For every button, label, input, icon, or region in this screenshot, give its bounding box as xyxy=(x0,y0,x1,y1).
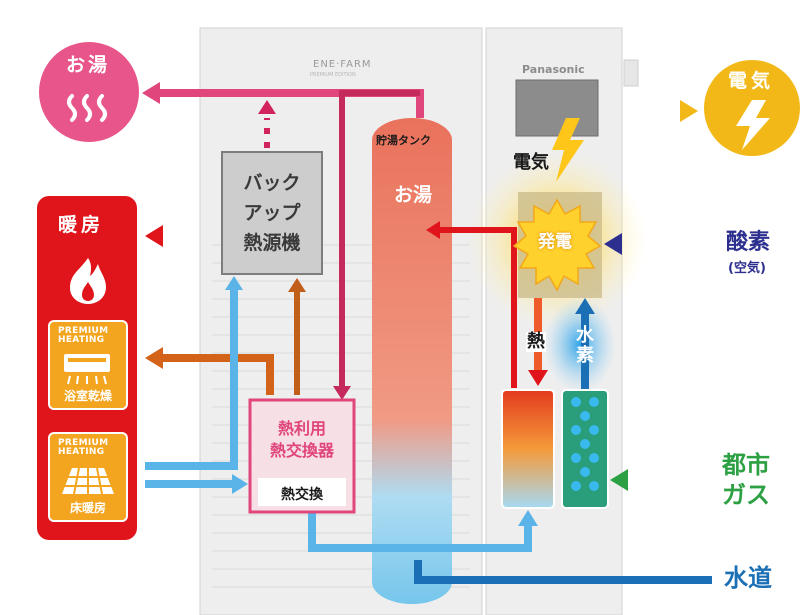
hydrogen-label: 水 素 xyxy=(572,326,598,366)
ene-farm-logo-sub: PREMIUM EDITION xyxy=(310,72,356,78)
tank-label: 貯湯タンク xyxy=(376,134,431,147)
oxygen-sub-label: (空気) xyxy=(728,261,766,276)
orange-heat-flows xyxy=(145,278,306,395)
bathroom-dryer-icon xyxy=(64,354,110,385)
heat-exchanger-line1: 熱利用 xyxy=(277,419,326,438)
backup-line2: アップ xyxy=(243,202,301,224)
light-blue-flows xyxy=(145,276,538,552)
floor-heating-icon xyxy=(62,467,114,495)
tank-hot-water-label: お湯 xyxy=(394,184,433,206)
hydrogen-line1: 水 xyxy=(576,325,594,346)
water-supply-flow xyxy=(414,560,712,584)
floor-badge-line1: PREMIUM xyxy=(58,438,109,448)
floor-heating-card: PREMIUM HEATING 床暖房 xyxy=(48,432,128,522)
steam-icon xyxy=(67,94,107,122)
bathroom-dryer-card: PREMIUM HEATING 浴室乾燥 xyxy=(48,320,128,410)
lightning-icon xyxy=(736,100,770,150)
hydrogen-flow xyxy=(575,298,595,395)
heat-recovery-cell xyxy=(501,389,555,509)
hot-water-circle xyxy=(39,42,139,142)
electricity-output-label: 電気 xyxy=(728,70,775,92)
heating-flow xyxy=(145,225,222,247)
oxygen-label: 酸素 xyxy=(726,230,771,255)
oxygen-flow xyxy=(604,233,716,255)
city-gas-line2: ガス xyxy=(722,481,770,509)
backup-heat-source-label: バック アップ 熱源機 xyxy=(222,168,322,258)
city-gas-line1: 都市 xyxy=(722,451,770,479)
fuel-reformer xyxy=(561,389,609,509)
hot-water-output-label: お湯 xyxy=(66,54,111,76)
floor-heating-caption: 床暖房 xyxy=(69,501,106,515)
hydrogen-line2: 素 xyxy=(576,345,594,366)
generation-burst xyxy=(512,198,602,292)
heat-exchanger-title: 熱利用 熱交換器 xyxy=(250,418,354,462)
electricity-bolt xyxy=(552,118,584,182)
generation-label: 発電 xyxy=(538,232,572,252)
heat-exchange-label: 熱交換 xyxy=(281,487,323,503)
heat-exchanger-line2: 熱交換器 xyxy=(269,441,334,460)
heating-title: 暖房 xyxy=(58,214,105,236)
city-gas-flow xyxy=(610,469,716,491)
brand-logo: Panasonic xyxy=(522,63,585,76)
backup-line3: 熱源機 xyxy=(243,232,301,254)
pink-supply-line xyxy=(333,90,420,400)
heat-label: 熱 xyxy=(526,331,546,352)
tank-hot-water-flow xyxy=(426,221,517,388)
ene-farm-logo: ENE·FARM xyxy=(313,59,372,70)
water-supply-label: 水道 xyxy=(724,564,772,592)
electricity-unit-label: 電気 xyxy=(513,152,549,173)
backup-line1: バック xyxy=(243,172,301,194)
floor-badge-line2: HEATING xyxy=(58,447,105,457)
control-panel xyxy=(515,79,599,137)
city-gas-label: 都市 ガス xyxy=(722,450,782,510)
electricity-flow xyxy=(600,100,698,122)
bathroom-dryer-caption: 浴室乾燥 xyxy=(63,389,112,403)
bathroom-card-badge: PREMIUM HEATING xyxy=(58,327,108,345)
storage-tank xyxy=(372,118,452,604)
heat-exchanger-inner xyxy=(258,478,346,506)
bathroom-badge-line1: PREMIUM xyxy=(58,326,109,336)
backup-heat-source-box xyxy=(221,151,323,275)
bathroom-badge-line2: HEATING xyxy=(58,335,105,345)
floor-card-badge: PREMIUM HEATING xyxy=(58,439,108,457)
hydrogen-glow xyxy=(544,297,616,393)
